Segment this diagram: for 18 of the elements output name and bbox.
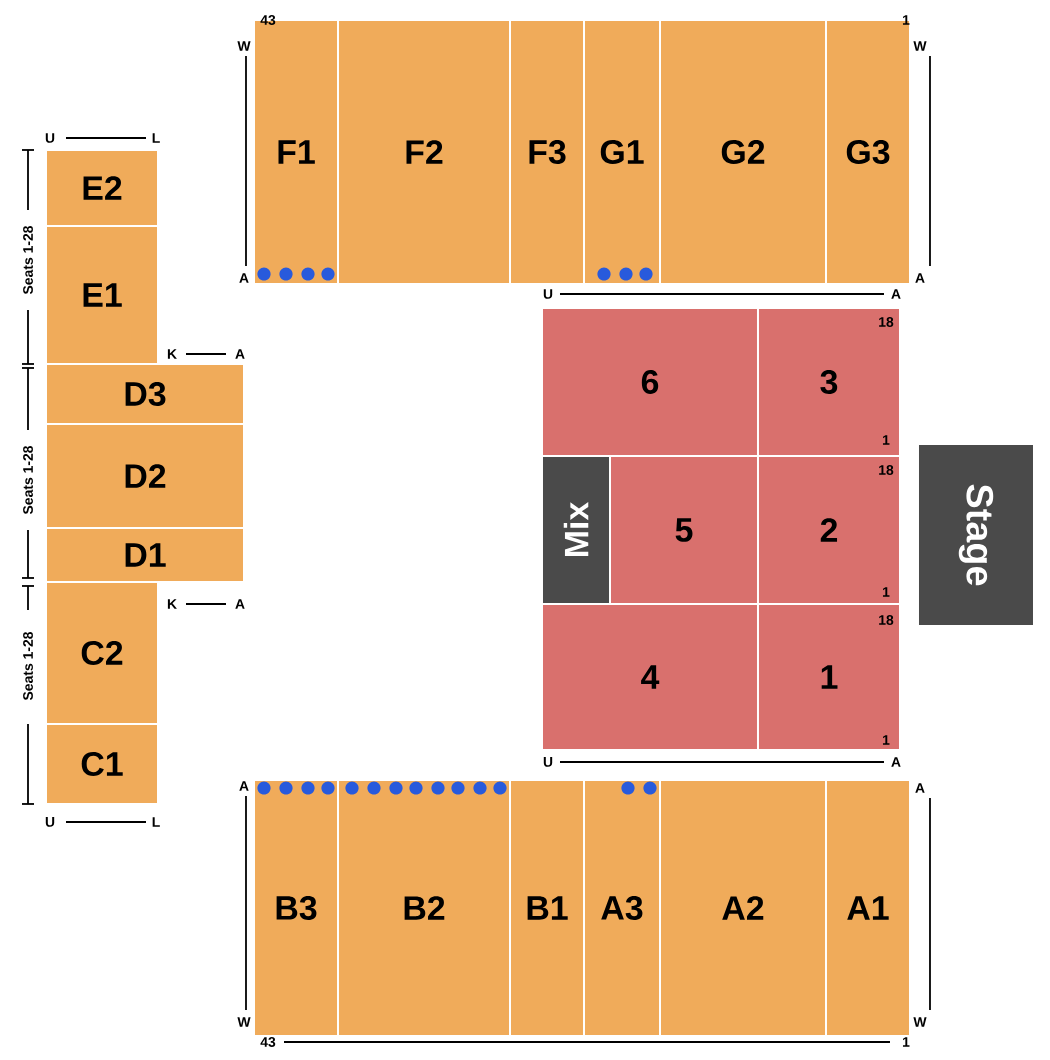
floor-section: 6 — [541, 307, 759, 457]
floor-section: 4 — [541, 603, 759, 751]
seating-section: B1 — [509, 779, 585, 1037]
seating-section: D2 — [45, 423, 245, 529]
seating-section: G1 — [583, 19, 661, 285]
seating-section: C1 — [45, 723, 159, 805]
seating-section: F3 — [509, 19, 585, 285]
mix-booth: Mix — [541, 455, 611, 605]
seating-section: D3 — [45, 363, 245, 425]
seating-section: E2 — [45, 149, 159, 227]
floor-section: 5 — [609, 455, 759, 605]
seating-section: C2 — [45, 581, 159, 725]
seating-section: B3 — [253, 779, 339, 1037]
stage: Stage — [917, 443, 1035, 627]
seating-section: D1 — [45, 527, 245, 583]
seating-section: A1 — [825, 779, 911, 1037]
seating-section: E1 — [45, 225, 159, 365]
seating-section: A3 — [583, 779, 661, 1037]
